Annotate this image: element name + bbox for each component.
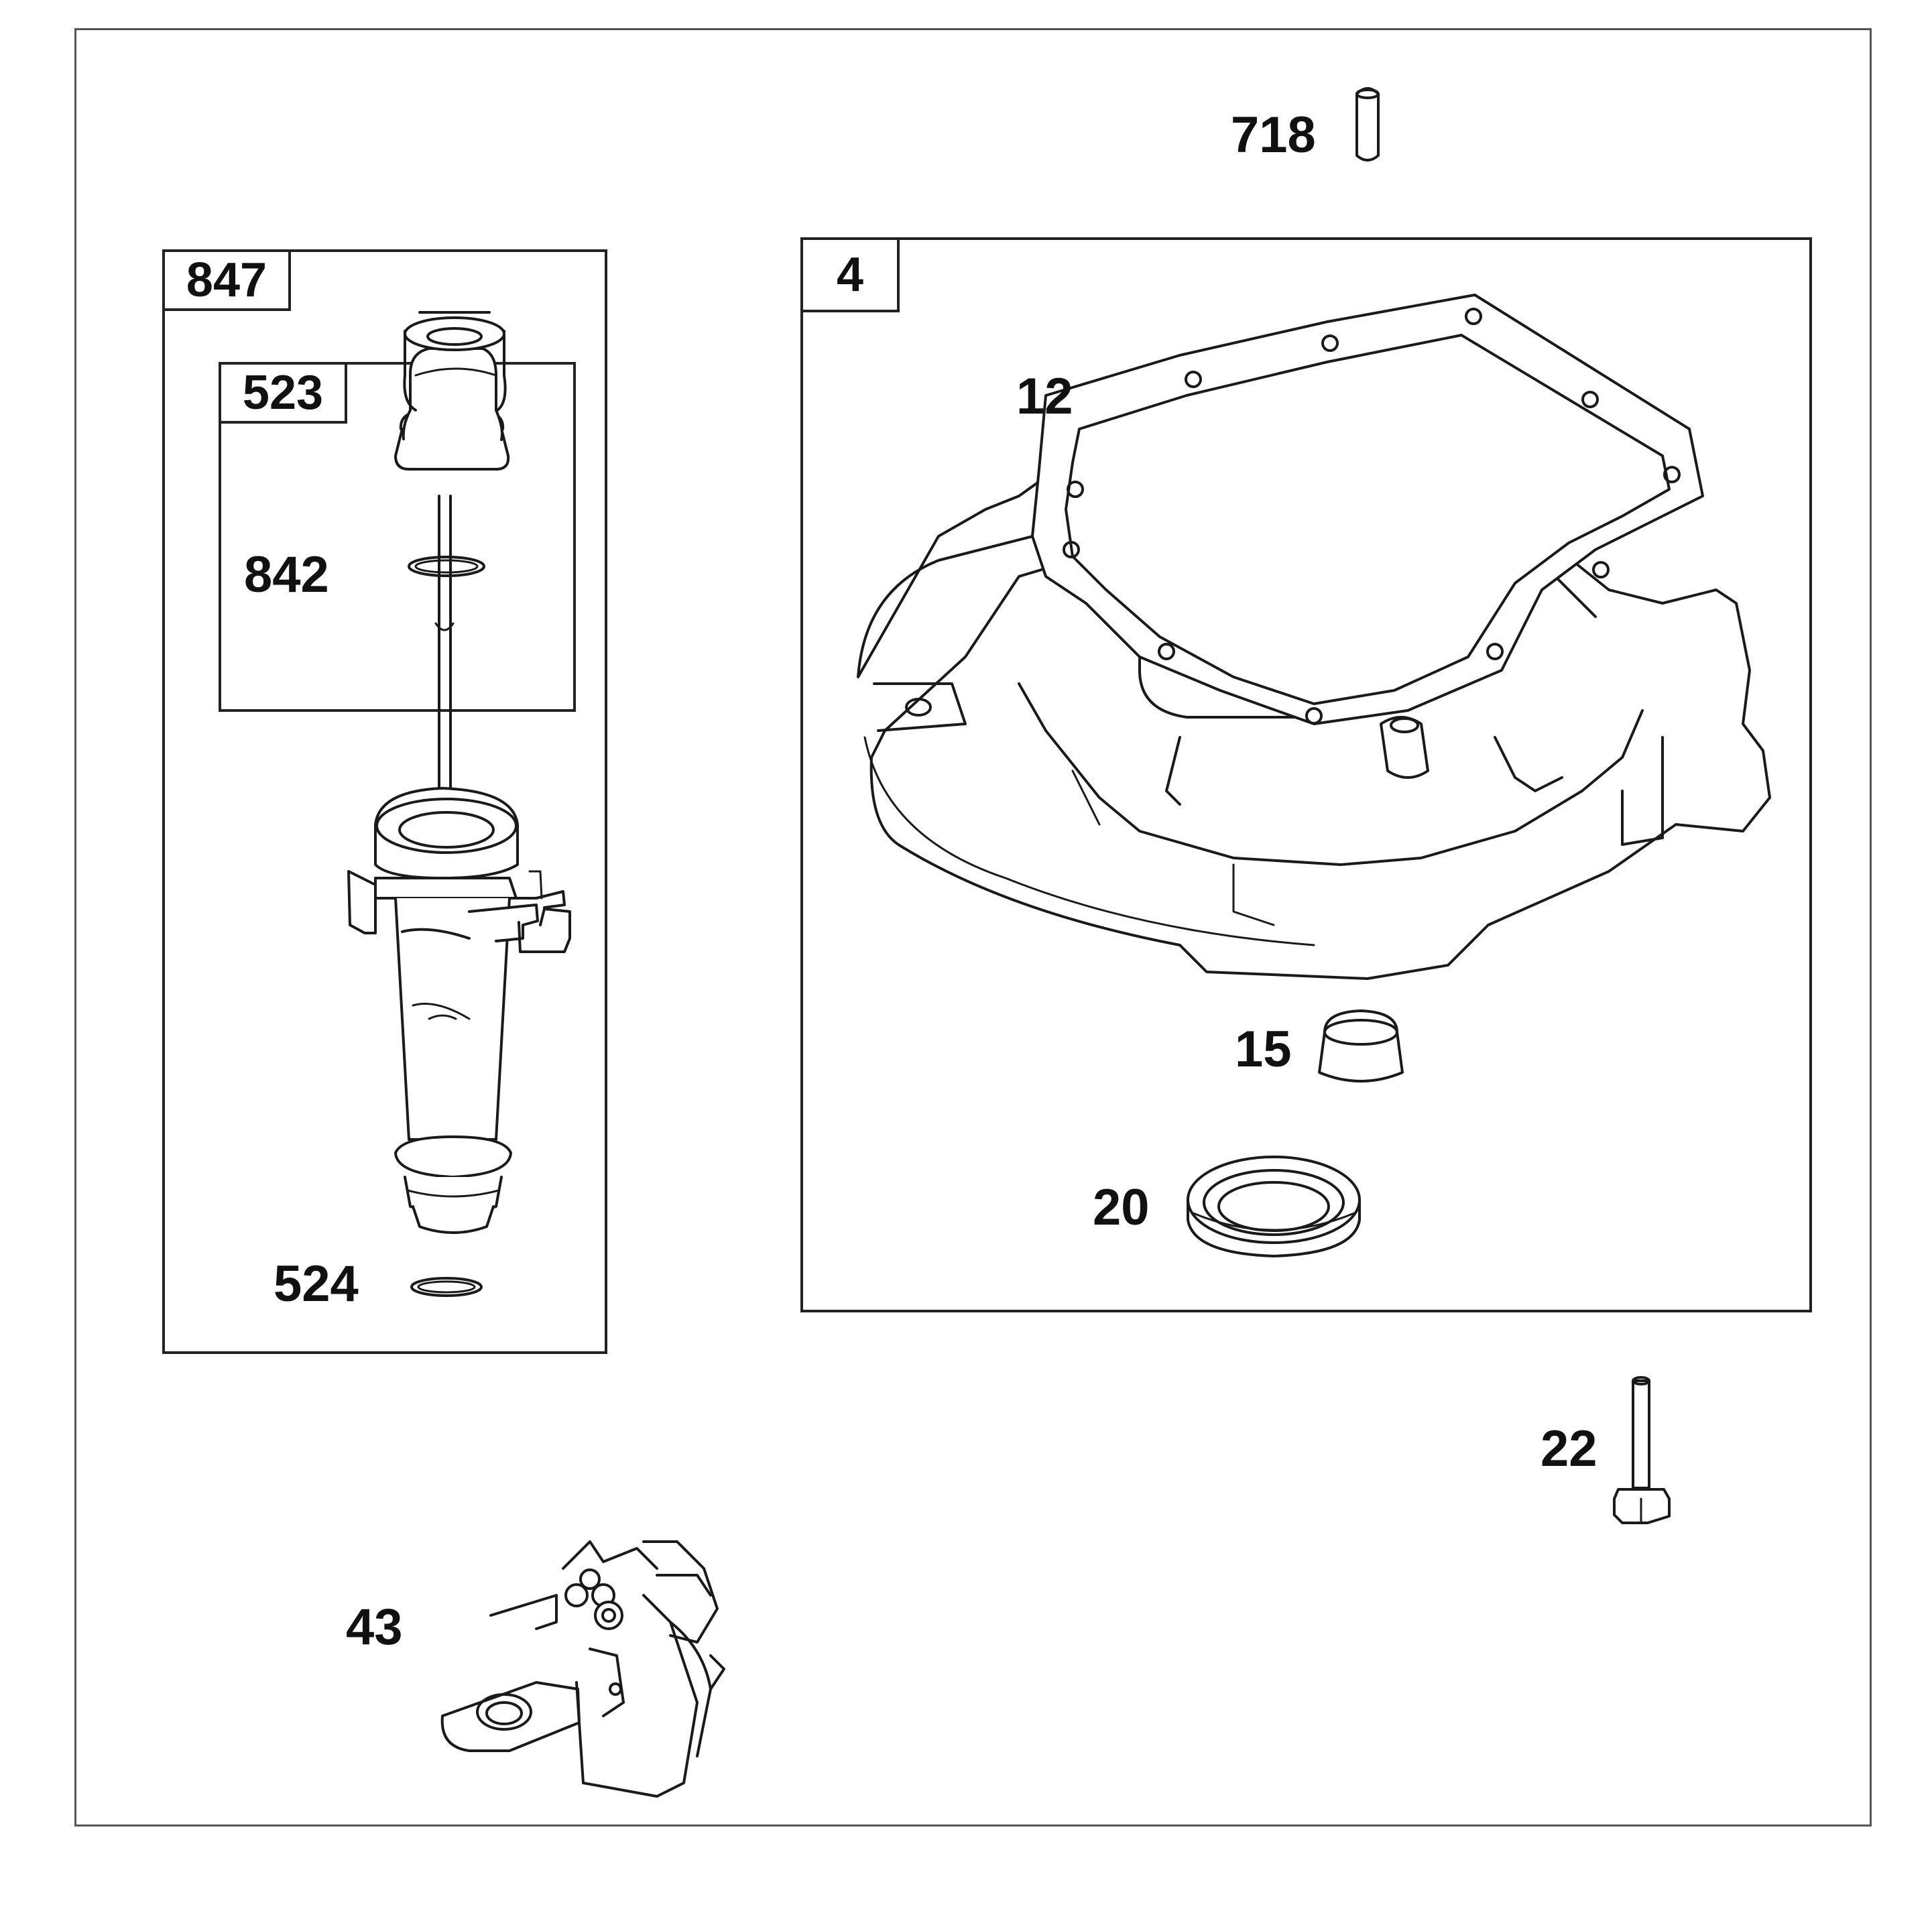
governor-assembly-icon: [440, 1540, 725, 1798]
bolt-icon: [1613, 1376, 1671, 1524]
callout-718: 718: [1231, 107, 1316, 164]
plug-icon: [1318, 1009, 1404, 1083]
callout-22: 22: [1541, 1420, 1597, 1477]
group-label-523: 523: [219, 362, 347, 424]
dowel-pin-icon: [1355, 87, 1380, 162]
callout-15: 15: [1235, 1021, 1292, 1078]
gasket-icon: [1031, 294, 1704, 725]
dipstick-tube-icon: [347, 787, 571, 1234]
callout-12: 12: [1016, 368, 1073, 425]
callout-43: 43: [346, 1599, 403, 1656]
diagram-frame: [74, 28, 1872, 1827]
group-label-847: 847: [162, 249, 291, 311]
group-box-847: 847: [162, 249, 607, 1354]
group-box-523: 523: [219, 362, 576, 712]
o-ring-524-icon: [410, 1277, 483, 1297]
group-box-4: 4: [800, 237, 1812, 1312]
dipstick-cap-icon: [394, 311, 510, 471]
callout-842: 842: [244, 546, 329, 603]
group-label-4: 4: [800, 237, 900, 312]
o-ring-842-icon: [408, 556, 485, 577]
callout-524: 524: [274, 1255, 359, 1312]
callout-20: 20: [1093, 1179, 1150, 1236]
oil-seal-icon: [1187, 1156, 1361, 1257]
